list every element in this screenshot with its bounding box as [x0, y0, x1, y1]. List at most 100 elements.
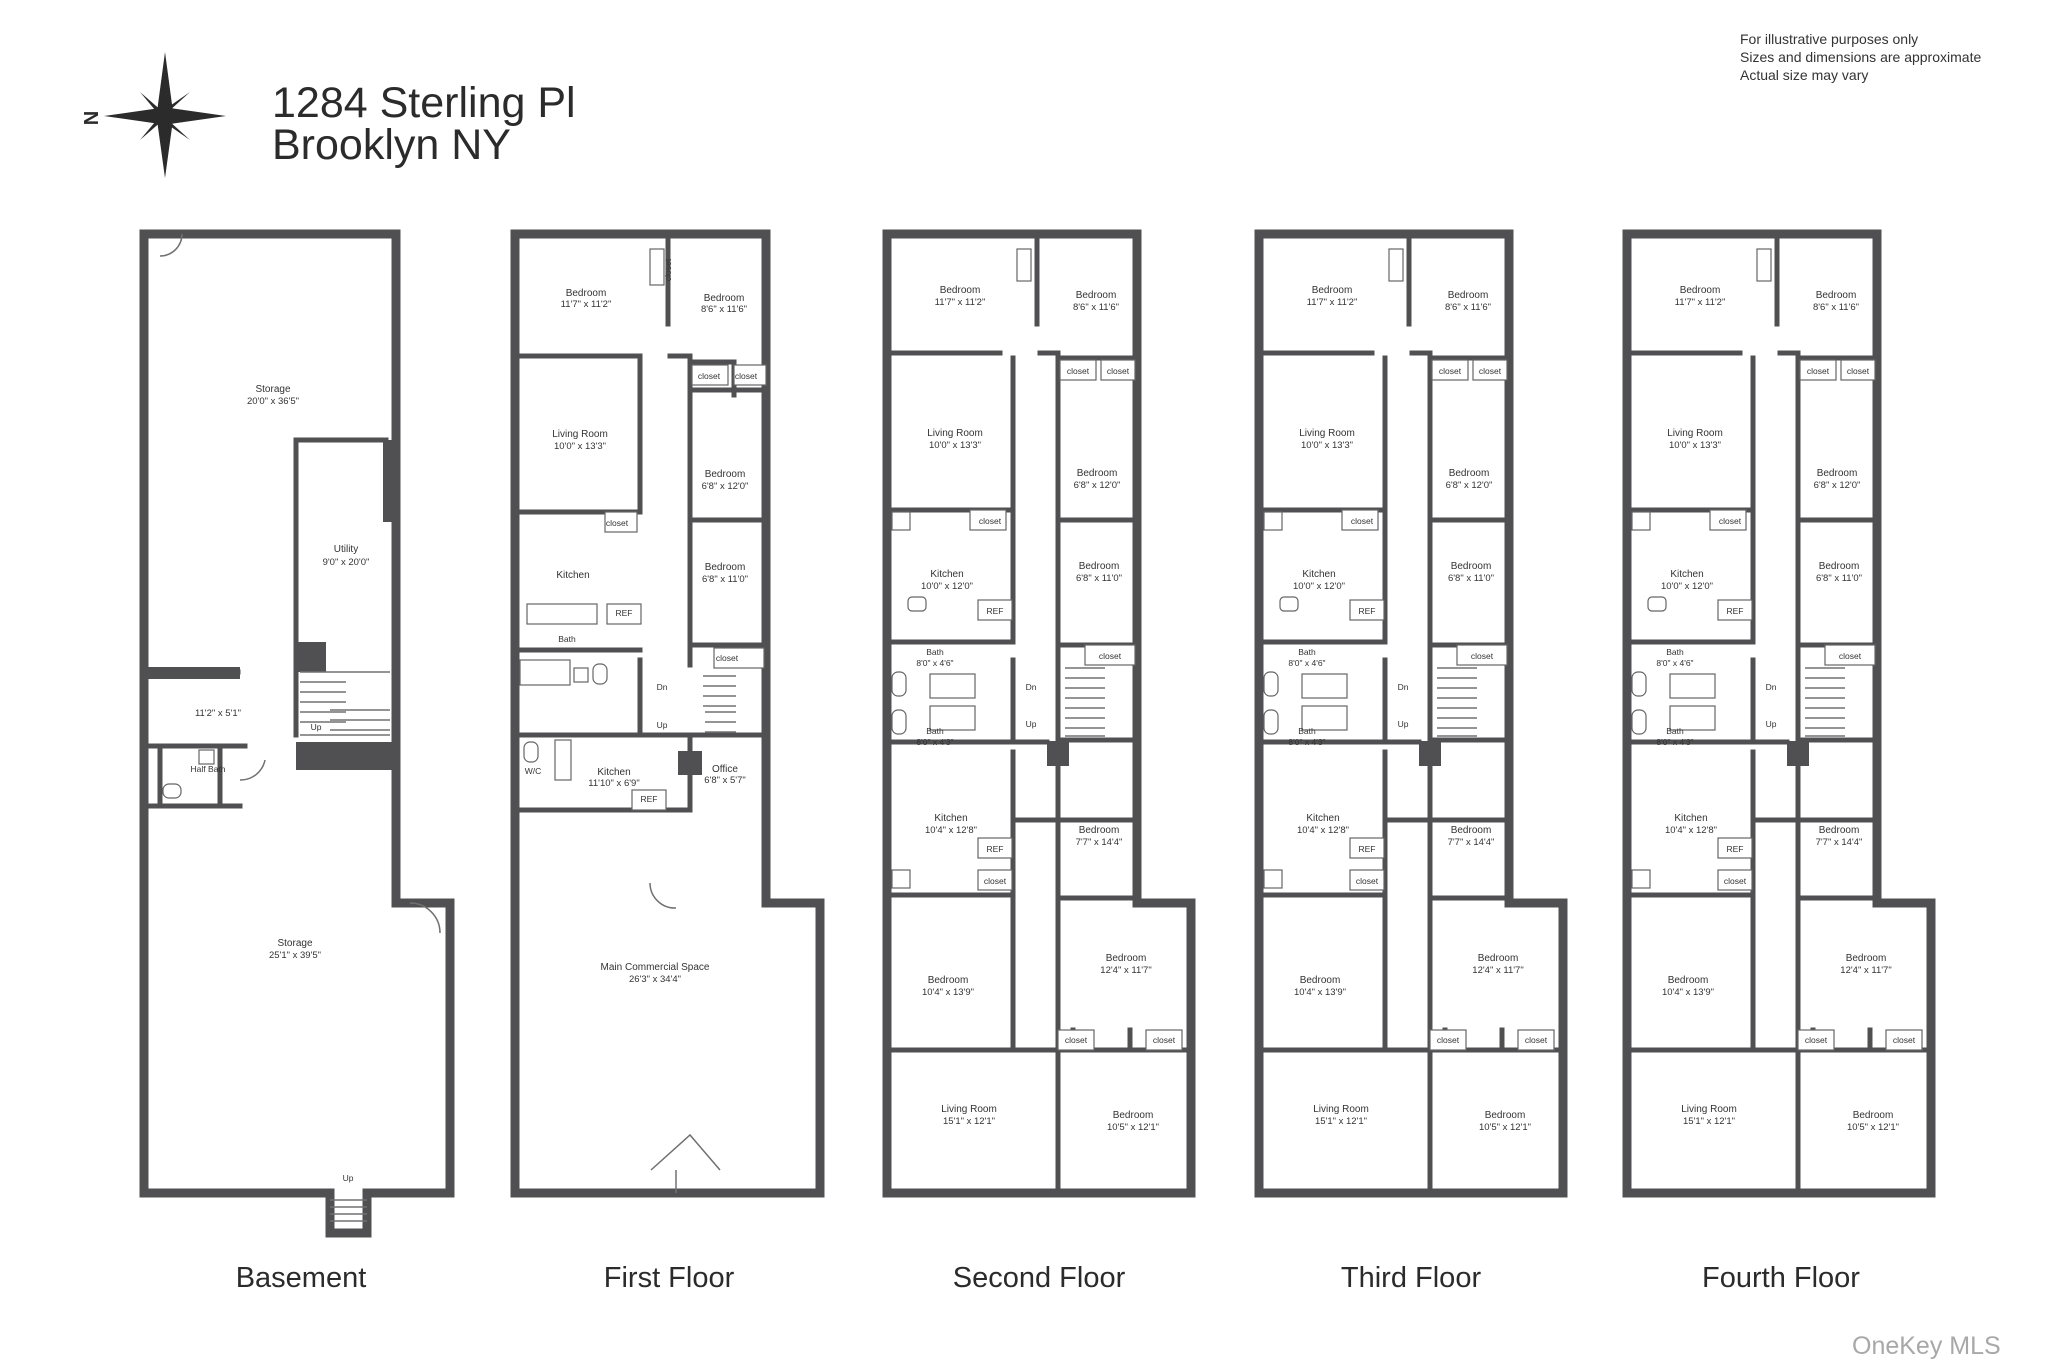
closet-label: closet — [735, 371, 758, 381]
room-name: Bath — [558, 634, 576, 644]
room-dimensions: 6'8" x 11'0" — [1448, 573, 1494, 584]
ref-label: REF — [641, 794, 658, 804]
room-dimensions: 8'6" x 11'6" — [1445, 302, 1491, 313]
room-dimensions: 10'4" x 13'9" — [922, 987, 974, 998]
room-dimensions: 10'0" x 13'3" — [1669, 440, 1721, 451]
room-name: Bedroom — [928, 975, 969, 986]
closet-label: closet — [1107, 366, 1130, 376]
closet-label: closet — [1479, 366, 1502, 376]
stair-label: Up — [343, 1173, 354, 1183]
stair-label: Up — [1766, 719, 1777, 729]
room-name: Kitchen — [1670, 569, 1703, 580]
room-name: Bedroom — [566, 288, 607, 299]
ref-label: REF — [1359, 844, 1376, 854]
closet-label: closet — [716, 653, 739, 663]
room-dimensions: 8'0" x 4'6" — [1656, 658, 1693, 668]
room-name: Bedroom — [1817, 468, 1858, 479]
address-line-1: 1284 Sterling Pl — [272, 79, 576, 127]
room-dimensions: 12'4" x 11'7" — [1100, 965, 1151, 976]
closet-label: closet — [1807, 366, 1830, 376]
closet-label: closet — [984, 876, 1007, 886]
room-name: Bedroom — [1853, 1110, 1894, 1121]
room-name: Bedroom — [1106, 953, 1147, 964]
room-name: Bedroom — [1079, 825, 1120, 836]
upper-floor-plan-second: Bedroom 11'7" x 11'2" Bedroom 8'6" x 11'… — [882, 229, 1196, 1198]
room-dimensions: 10'5" x 12'1" — [1847, 1122, 1899, 1133]
upper-floor-plan-fourth: Bedroom 11'7" x 11'2" Bedroom 8'6" x 11'… — [1622, 229, 1936, 1198]
closet-label: closet — [1351, 516, 1374, 526]
room-dimensions: 10'0" x 12'0" — [1293, 581, 1345, 592]
stair-label: Up — [311, 722, 322, 732]
ref-label: REF — [1727, 844, 1744, 854]
closet-label: closet — [1439, 366, 1462, 376]
room-name: Bedroom — [1077, 468, 1118, 479]
room-name: Bedroom — [1079, 561, 1120, 572]
room-dimensions: 6'8" x 12'0" — [702, 481, 749, 492]
room-name: Kitchen — [1674, 813, 1707, 824]
room-dimensions: 11'7" x 11'2" — [1675, 297, 1726, 308]
first-floor-plan: Bedroom 11'7" x 11'2" Bedroom 8'6" x 11'… — [510, 229, 825, 1198]
ref-label: REF — [987, 606, 1004, 616]
room-name: Bedroom — [1819, 561, 1860, 572]
room-dimensions: 8'6" x 11'6" — [701, 304, 747, 315]
room-dimensions: 25'1" x 39'5" — [269, 950, 321, 961]
room-dimensions: 7'7" x 14'4" — [1816, 837, 1863, 848]
closet-label: closet — [1067, 366, 1090, 376]
floor-label-fourth: Fourth Floor — [1702, 1262, 1860, 1294]
room-name: Bath — [1298, 726, 1316, 736]
room-name: Bedroom — [1819, 825, 1860, 836]
room-dimensions: 10'0" x 13'3" — [1301, 440, 1353, 451]
room-dimensions: 6'8" x 12'0" — [1074, 480, 1121, 491]
closet-label: closet — [979, 516, 1002, 526]
room-dimensions: 10'0" x 13'3" — [929, 440, 981, 451]
stair-label: Up — [657, 720, 668, 730]
room-dimensions: 10'5" x 12'1" — [1479, 1122, 1531, 1133]
room-dimensions: 6'8" x 11'0" — [1076, 573, 1122, 584]
compass-icon: N — [81, 52, 226, 178]
room-name: Bedroom — [1668, 975, 1709, 986]
closet-label: closet — [1471, 651, 1494, 661]
stair-label: Dn — [1766, 682, 1777, 692]
room-name: Bath — [1666, 647, 1684, 657]
room-name: Storage — [255, 384, 290, 395]
room-name: Bedroom — [705, 469, 746, 480]
ref-label: REF — [1727, 606, 1744, 616]
room-dimensions: 10'4" x 12'8" — [1665, 825, 1717, 836]
room-dimensions: 6'8" x 5'7" — [704, 775, 746, 786]
room-dimensions: 6'8" x 11'0" — [702, 574, 748, 585]
basement-plan: Storage 20'0" x 36'5" Utility 9'0" x 20'… — [139, 229, 455, 1238]
room-dimensions: 12'4" x 11'7" — [1840, 965, 1891, 976]
room-dimensions: 11'10" x 6'9" — [588, 778, 639, 789]
room-dimensions: 10'4" x 13'9" — [1294, 987, 1346, 998]
closet-label: closet — [1153, 1035, 1176, 1045]
room-name: Bedroom — [1076, 290, 1117, 301]
room-name: Bath — [1666, 726, 1684, 736]
room-name: Living Room — [941, 1104, 997, 1115]
room-dimensions: 10'4" x 12'8" — [925, 825, 977, 836]
room-name: Bedroom — [1846, 953, 1887, 964]
closet-label: closet — [1525, 1035, 1548, 1045]
wc-label: W/C — [525, 766, 542, 776]
room-dimensions: 8'0" x 4'6" — [1288, 658, 1325, 668]
disclaimer-line-1: For illustrative purposes only — [1740, 31, 1919, 47]
room-dimensions: 6'8" x 12'0" — [1446, 480, 1493, 491]
room-name: Bedroom — [1451, 561, 1492, 572]
room-name: Kitchen — [597, 767, 630, 778]
room-name: Kitchen — [930, 569, 963, 580]
room-name: Bedroom — [1451, 825, 1492, 836]
closet-label: closet — [663, 258, 673, 281]
watermark: OneKey MLS — [1852, 1332, 2001, 1360]
room-dimensions: 7'7" x 14'4" — [1448, 837, 1495, 848]
room-name: Storage — [277, 938, 312, 949]
room-name: Office — [712, 764, 738, 775]
room-dimensions: 9'0" x 20'0" — [323, 557, 370, 568]
room-name: Kitchen — [1306, 813, 1339, 824]
room-dimensions: 15'1" x 12'1" — [1683, 1116, 1735, 1127]
room-name: Kitchen — [1302, 569, 1335, 580]
room-name: Bedroom — [705, 562, 746, 573]
room-name: Living Room — [1681, 1104, 1737, 1115]
room-name: Utility — [334, 544, 358, 555]
upper-floor-plan-third: Bedroom 11'7" x 11'2" Bedroom 8'6" x 11'… — [1254, 229, 1568, 1198]
stair-label: Dn — [1398, 682, 1409, 692]
